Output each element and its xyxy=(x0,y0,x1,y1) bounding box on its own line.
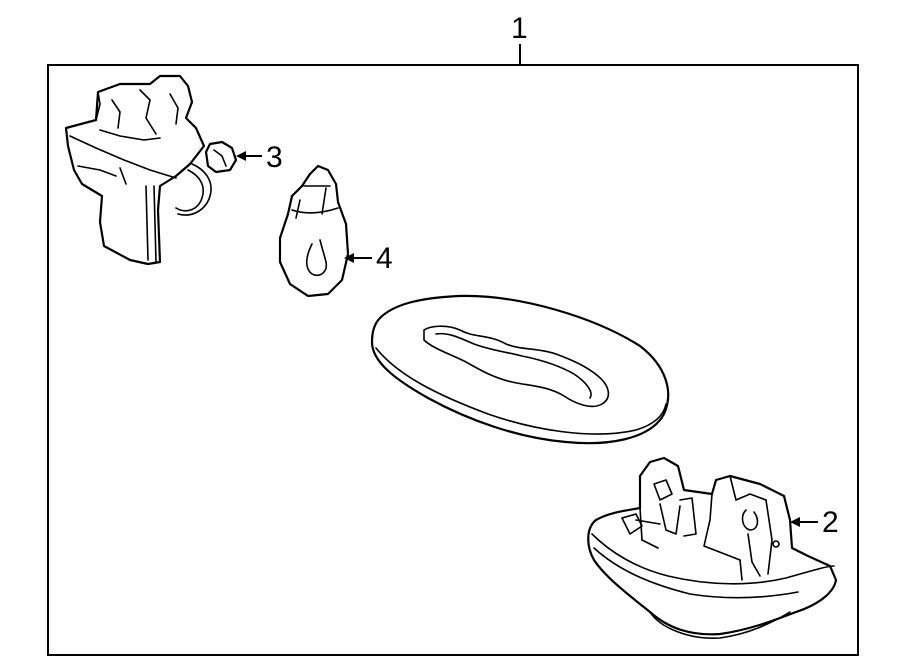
callout-4-arrowhead xyxy=(344,253,354,263)
callout-3-label: 3 xyxy=(266,141,283,174)
callout-4: 4 xyxy=(344,242,393,275)
assembly-group: 1 xyxy=(47,12,859,656)
callout-2-label: 2 xyxy=(822,506,839,539)
housing-part xyxy=(587,456,838,639)
callout-2-arrowhead xyxy=(790,517,800,527)
callout-3-arrowhead xyxy=(236,151,246,161)
lens-part xyxy=(370,294,670,445)
callout-3: 3 xyxy=(236,141,283,174)
callout-1-label: 1 xyxy=(511,12,528,45)
bulb-part xyxy=(278,164,350,298)
callout-2: 2 xyxy=(790,506,839,539)
socket-part xyxy=(64,74,238,266)
assembly-frame xyxy=(47,64,859,656)
callout-4-label: 4 xyxy=(376,242,393,275)
